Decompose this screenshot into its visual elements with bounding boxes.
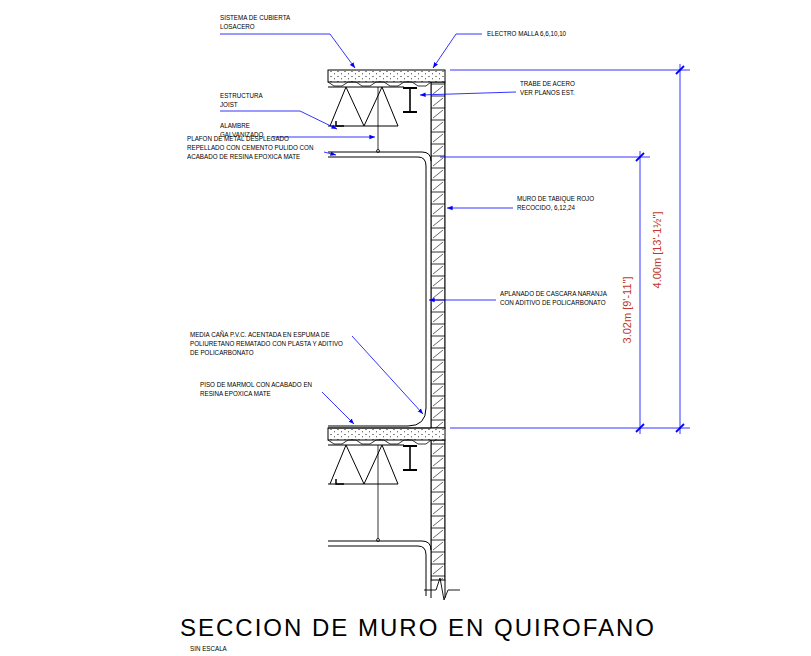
callout-note: PISO DE MARMOL CON ACABADO EN RESINA EPO…	[200, 380, 317, 398]
drawing-title: SECCION DE MURO EN QUIROFANO	[180, 615, 656, 641]
callout-note: TRABE DE ACERO VER PLANOS EST.	[520, 79, 584, 97]
callout-note: SISTEMA DE CUBIERTA LOSACERO	[220, 13, 298, 31]
callout-note: APLANADO DE CASCARA NARANJA CON ADITIVO …	[500, 289, 617, 307]
callout-note: MEDIA CAÑA P.V.C. ACENTADA EN ESPUMA DE …	[190, 330, 346, 357]
scale-note: SIN ESCALA	[190, 644, 227, 653]
dimension-text: 4.00m [13'-1½"]	[651, 211, 663, 290]
callout-note: ELECTRO MALLA 6,6,10,10	[487, 29, 566, 38]
callout-note: MURO DE TABIQUE ROJO RECOCIDO, 6,12,24	[517, 194, 607, 212]
callout-note: PLAFON DE METAL DESPLEGADO REPELLADO CON…	[187, 134, 320, 161]
dimension-text: 3.02m [9'-11"]	[621, 276, 633, 345]
callout-note: ESTRUCTURA JOIST	[220, 91, 271, 109]
